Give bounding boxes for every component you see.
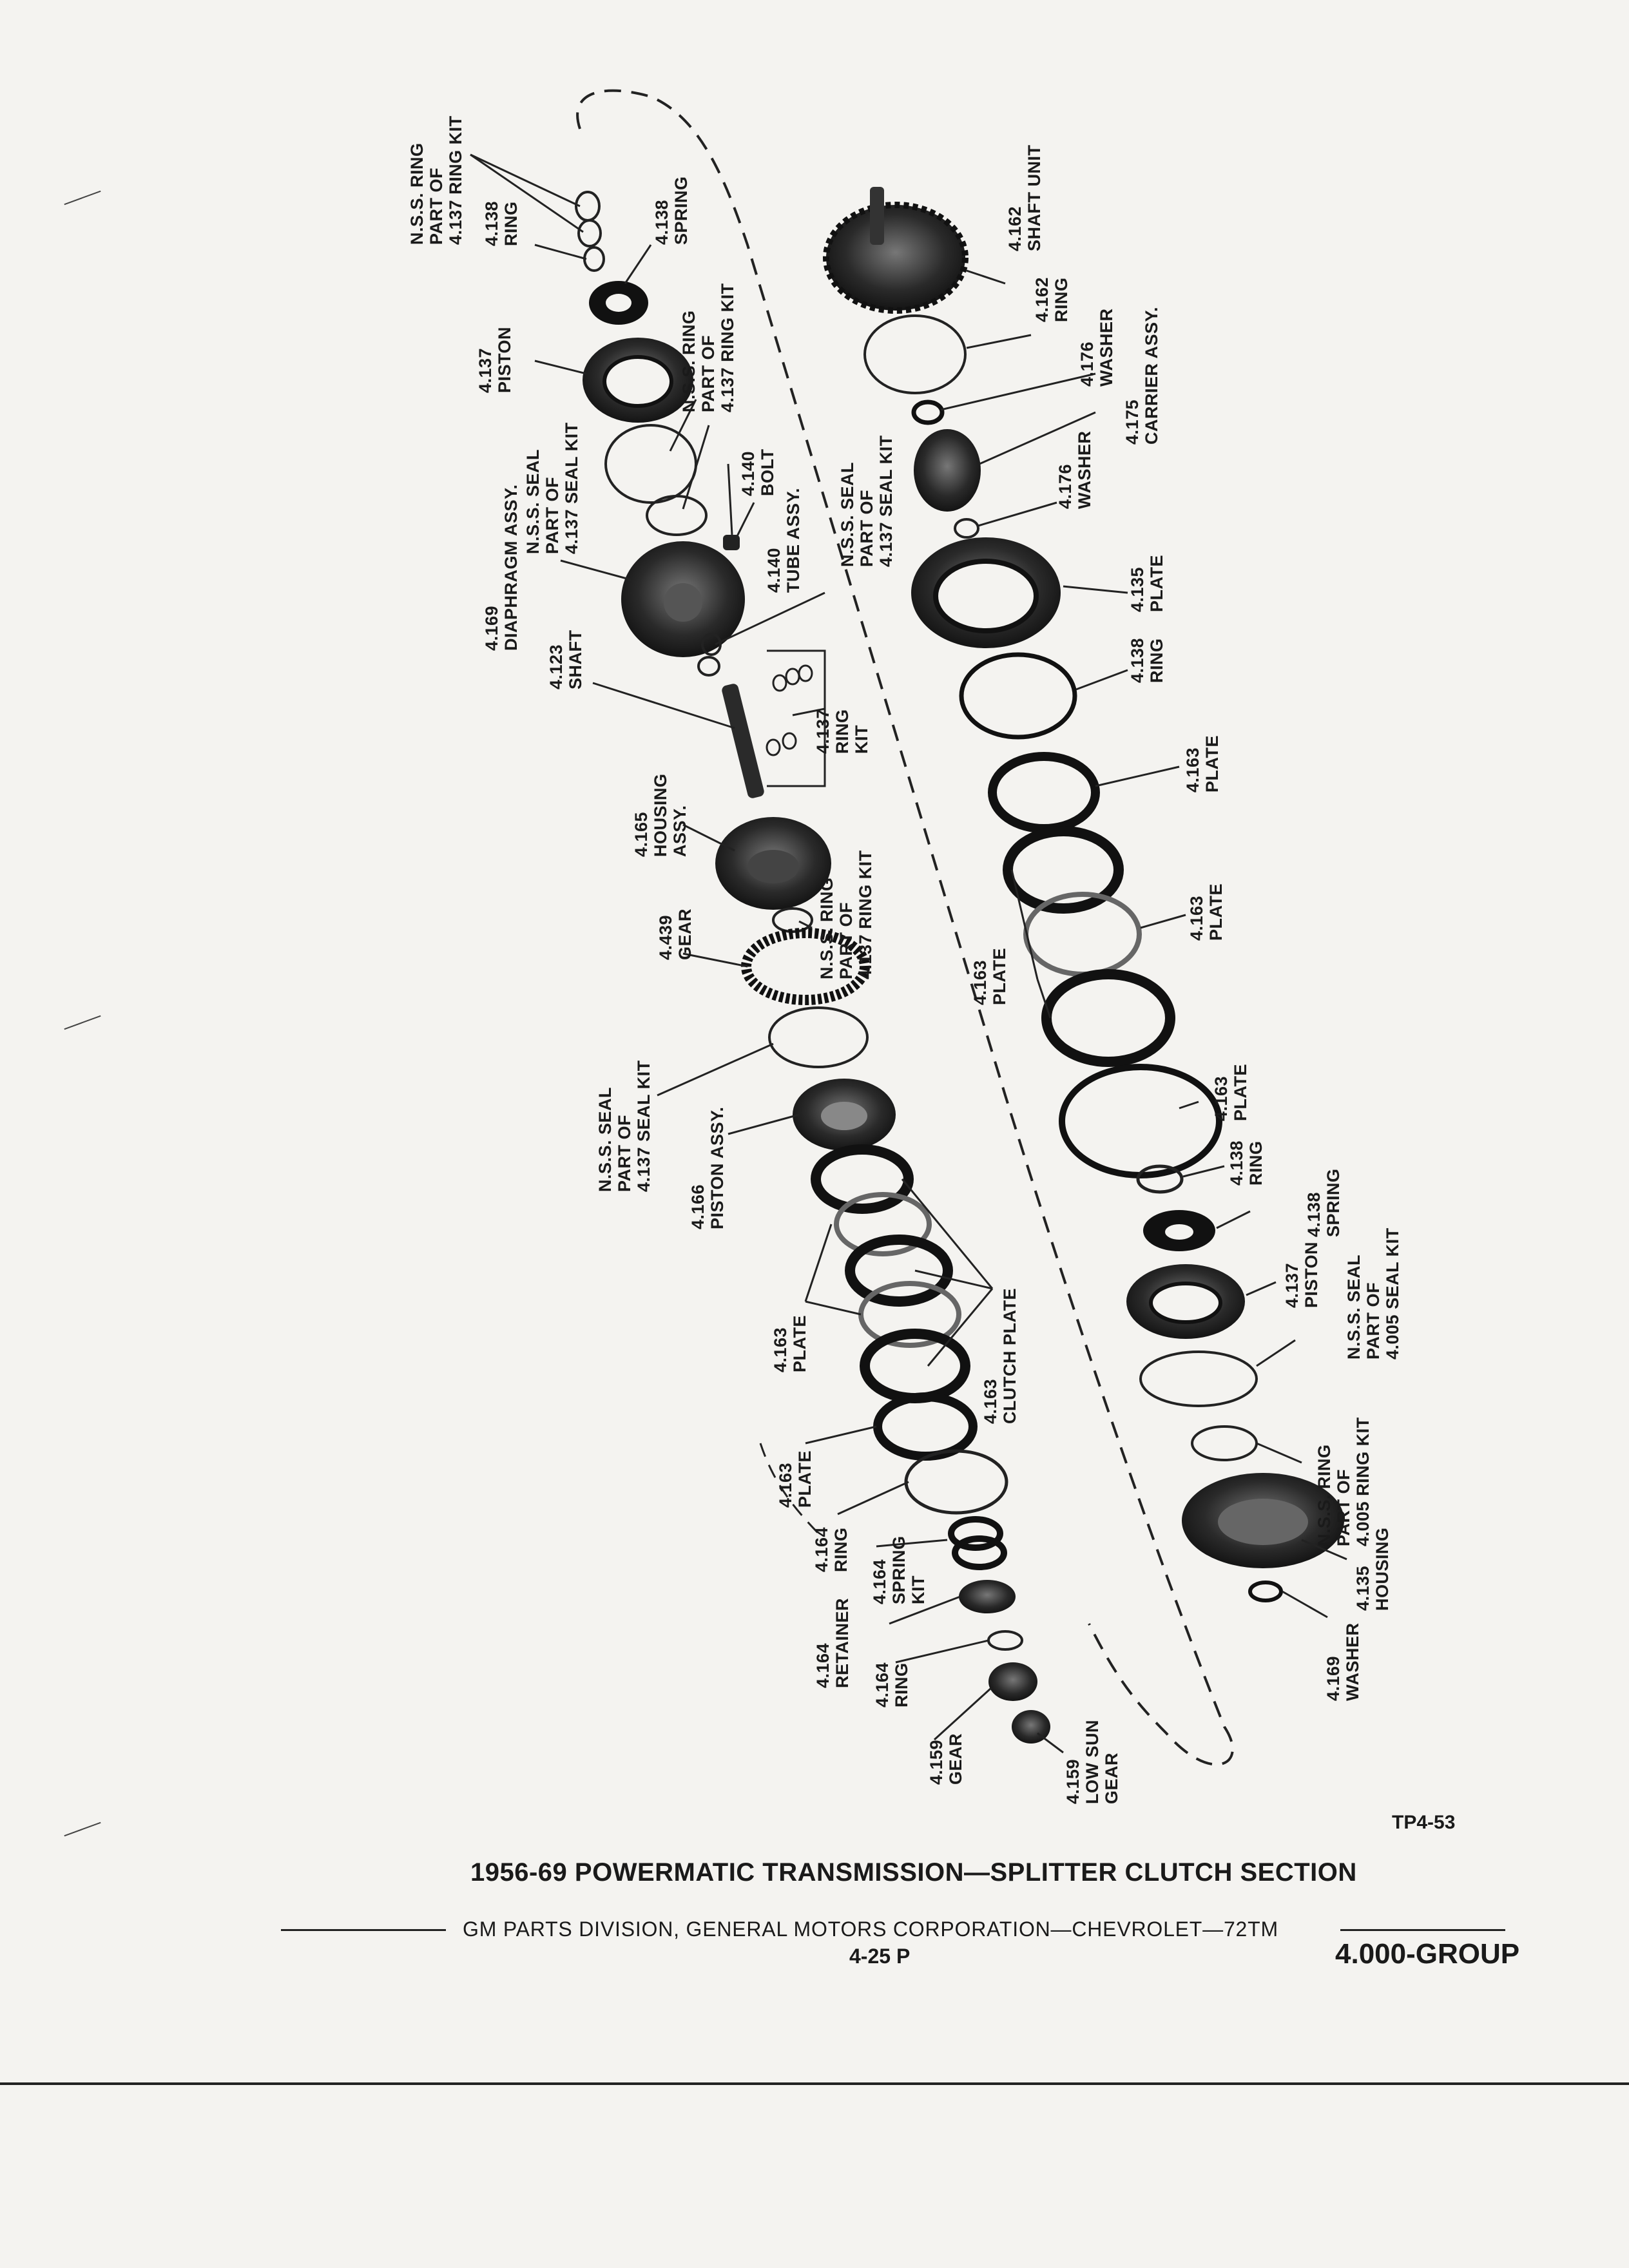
carrier-4175-part bbox=[914, 429, 981, 512]
o-rings-small-top bbox=[575, 191, 605, 272]
clutch-plate-2 bbox=[834, 1192, 932, 1256]
footer-page-number: 4-25 P bbox=[849, 1945, 911, 1968]
ring-4164-b-part bbox=[987, 1630, 1023, 1651]
gear-4159-part bbox=[988, 1662, 1037, 1701]
plate-4163-left-b-part bbox=[873, 1392, 978, 1461]
washer-4176-b-part bbox=[954, 518, 979, 539]
ring-4162-part bbox=[863, 314, 967, 394]
o-rings-small-mid bbox=[697, 633, 722, 677]
retainer-4164-part bbox=[959, 1580, 1016, 1613]
exploded-view-diagram bbox=[470, 89, 1347, 1766]
seal-ring-small-a bbox=[646, 495, 708, 536]
washer-4169-part bbox=[1248, 1581, 1283, 1602]
ring-4138-low-part bbox=[1136, 1164, 1184, 1194]
footer-publisher: GM PARTS DIVISION, GENERAL MOTORS CORPOR… bbox=[463, 1917, 1278, 1941]
spring-kit-4164-part bbox=[948, 1516, 1003, 1551]
shaft-4123-part bbox=[722, 684, 764, 798]
ring-kit-rings bbox=[766, 664, 813, 756]
assembly-dash-return bbox=[759, 1443, 826, 1541]
footer-rule-left bbox=[281, 1929, 446, 1931]
seal-ring-large-b bbox=[768, 1006, 869, 1068]
leader-lines bbox=[470, 153, 1347, 1754]
ring-kit-bracket bbox=[767, 649, 826, 787]
group-number: 4.000-GROUP bbox=[1335, 1938, 1520, 1970]
seal-4005-part bbox=[1139, 1350, 1258, 1407]
page-title: 1956-69 POWERMATIC TRANSMISSION—SPLITTER… bbox=[470, 1858, 1357, 1887]
footer-rule-right bbox=[1340, 1929, 1505, 1931]
ring-4005-part bbox=[1191, 1425, 1258, 1461]
figure-code: TP4-53 bbox=[1392, 1812, 1456, 1833]
plate-4163-right-b-part bbox=[1003, 826, 1124, 914]
washer-4176-a-part bbox=[911, 399, 945, 425]
assembly-dash-path bbox=[576, 89, 1234, 1766]
seal-ring-large-a bbox=[604, 424, 697, 504]
plate-4163-right-c-part bbox=[1059, 1064, 1222, 1178]
clutch-plate-1 bbox=[811, 1144, 914, 1214]
plate-4163-wide-part bbox=[1041, 969, 1175, 1067]
o-ring-housing bbox=[772, 907, 813, 933]
plate-4163-right-a-part bbox=[988, 752, 1100, 833]
ring-4138-right-part bbox=[959, 652, 1077, 740]
bottom-rule bbox=[0, 2082, 1629, 2085]
clutch-plate-3 bbox=[845, 1235, 953, 1307]
ring-4164-a-part bbox=[904, 1449, 1008, 1515]
shaft-unit-4162-part bbox=[823, 202, 969, 314]
